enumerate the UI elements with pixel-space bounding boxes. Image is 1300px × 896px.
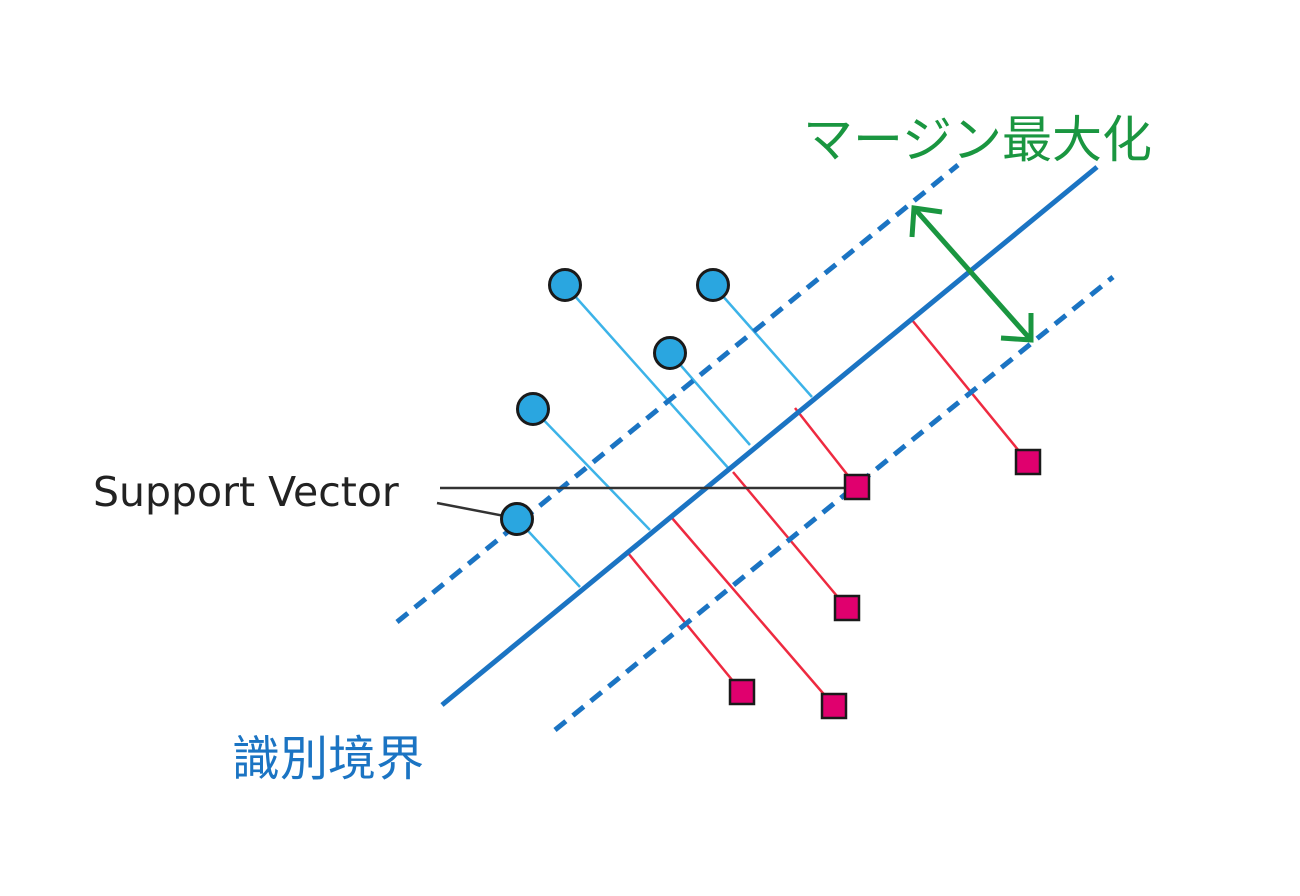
support-vector-label: Support Vector (93, 468, 399, 516)
class-b-square (833, 594, 861, 622)
circle-projection-line (564, 284, 731, 471)
decision-boundary-line (440, 165, 1099, 707)
class-a-circle (548, 268, 582, 302)
circle-projection-line (532, 408, 651, 531)
class-a-circle (696, 268, 730, 302)
class-a-circle (653, 336, 687, 370)
support-vector-circle (500, 502, 534, 536)
support-vector-square (843, 473, 871, 501)
circle-projection-line (669, 352, 751, 446)
class-b-square (1014, 448, 1042, 476)
lower-margin-line (553, 275, 1115, 732)
decision-boundary-label: 識別境界 (232, 731, 424, 787)
class-a-circle (516, 392, 550, 426)
upper-margin-line (395, 163, 960, 624)
class-b-square (728, 678, 756, 706)
margin-maximization-title: マージン最大化 (803, 111, 1152, 169)
projection-lines (516, 284, 1029, 707)
class-b-square (820, 692, 848, 720)
square-projection-line (671, 517, 835, 707)
circle-projection-line (712, 284, 813, 398)
data-points (500, 268, 1042, 720)
margin-arrow (909, 205, 1034, 343)
